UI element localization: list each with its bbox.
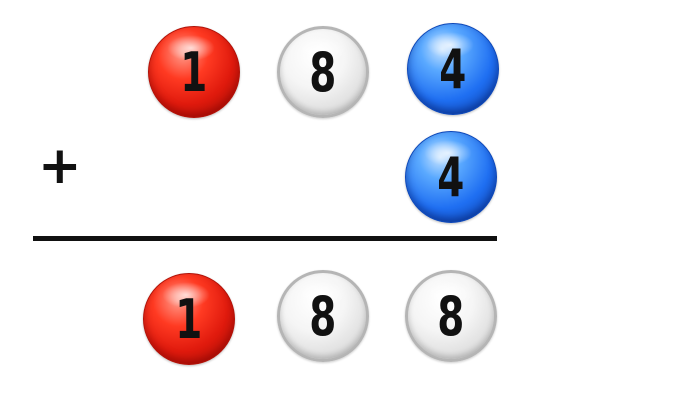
top-digit-tens: 8 [309, 41, 337, 104]
top-digit-hundreds-ball: 1 [148, 26, 240, 118]
addend-digit-ones-ball: 4 [405, 131, 497, 223]
addend-digit-ones: 4 [437, 146, 465, 209]
result-digit-ones: 8 [437, 285, 465, 348]
result-digit-hundreds: 1 [175, 288, 203, 351]
result-digit-tens: 8 [309, 285, 337, 348]
result-digit-tens-ball: 8 [277, 270, 369, 362]
sum-line [33, 236, 497, 241]
result-digit-ones-ball: 8 [405, 270, 497, 362]
top-digit-ones: 4 [439, 38, 467, 101]
top-digit-hundreds: 1 [180, 41, 208, 104]
plus-operator: + [38, 136, 82, 196]
top-digit-ones-ball: 4 [407, 23, 499, 115]
result-digit-hundreds-ball: 1 [143, 273, 235, 365]
top-digit-tens-ball: 8 [277, 26, 369, 118]
